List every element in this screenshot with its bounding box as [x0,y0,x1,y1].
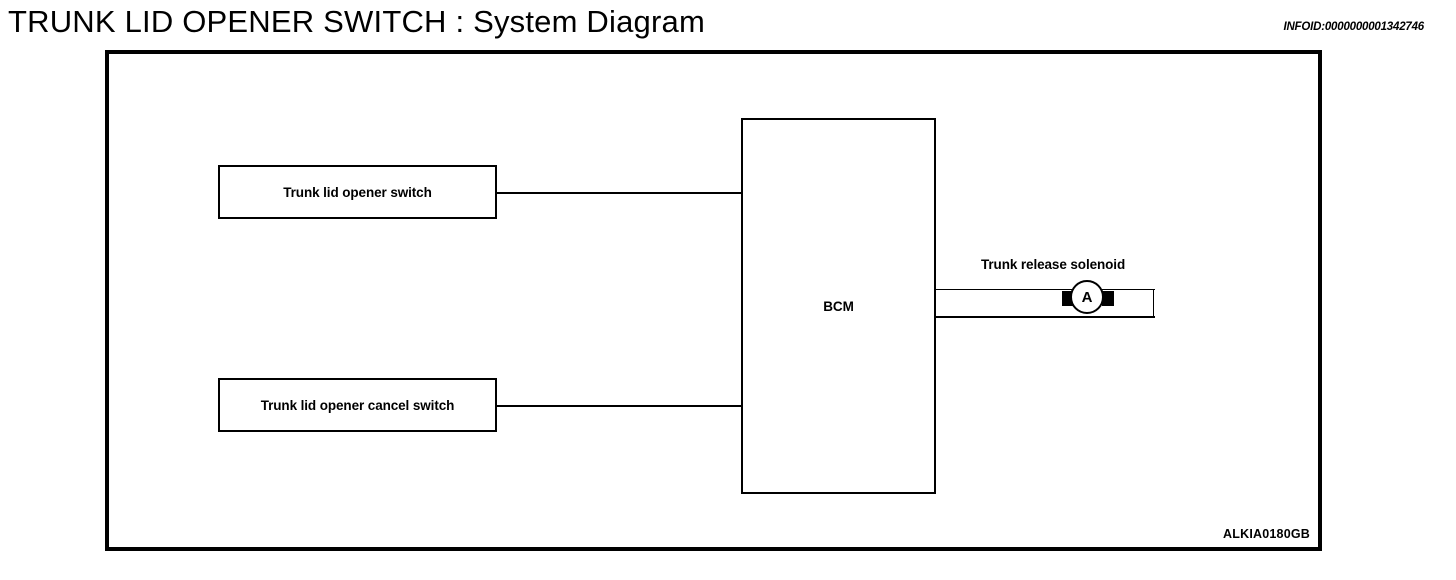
system-diagram-frame: Trunk lid opener switch Trunk lid opener… [105,50,1322,551]
node-label-bcm: BCM [823,298,854,314]
node-trunk-lid-opener-switch: Trunk lid opener switch [218,165,497,219]
node-label-trunk-lid-opener-cancel-switch: Trunk lid opener cancel switch [260,397,455,413]
actuator-symbol-label: A [1081,288,1093,306]
actuator-circle-icon: A [1070,280,1104,314]
actuator-terminal-right-icon [1102,291,1114,306]
node-bcm: BCM [741,118,936,494]
wire-opener-switch-to-bcm [497,192,741,194]
node-label-trunk-release-solenoid: Trunk release solenoid [981,257,1126,272]
actuator-symbol: A [1062,280,1114,316]
node-label-trunk-lid-opener-switch: Trunk lid opener switch [283,184,432,200]
wire-bcm-to-solenoid-bottom [936,316,1155,318]
wire-bcm-to-solenoid-top [936,289,1155,290]
infoid-label: INFOID:0000000001342746 [1283,21,1424,33]
page-title: TRUNK LID OPENER SWITCH : System Diagram [8,4,705,39]
reference-code: ALKIA0180GB [1223,527,1310,541]
node-trunk-lid-opener-cancel-switch: Trunk lid opener cancel switch [218,378,497,432]
wire-solenoid-loop-right [1153,289,1154,317]
wire-cancel-switch-to-bcm [497,405,741,407]
